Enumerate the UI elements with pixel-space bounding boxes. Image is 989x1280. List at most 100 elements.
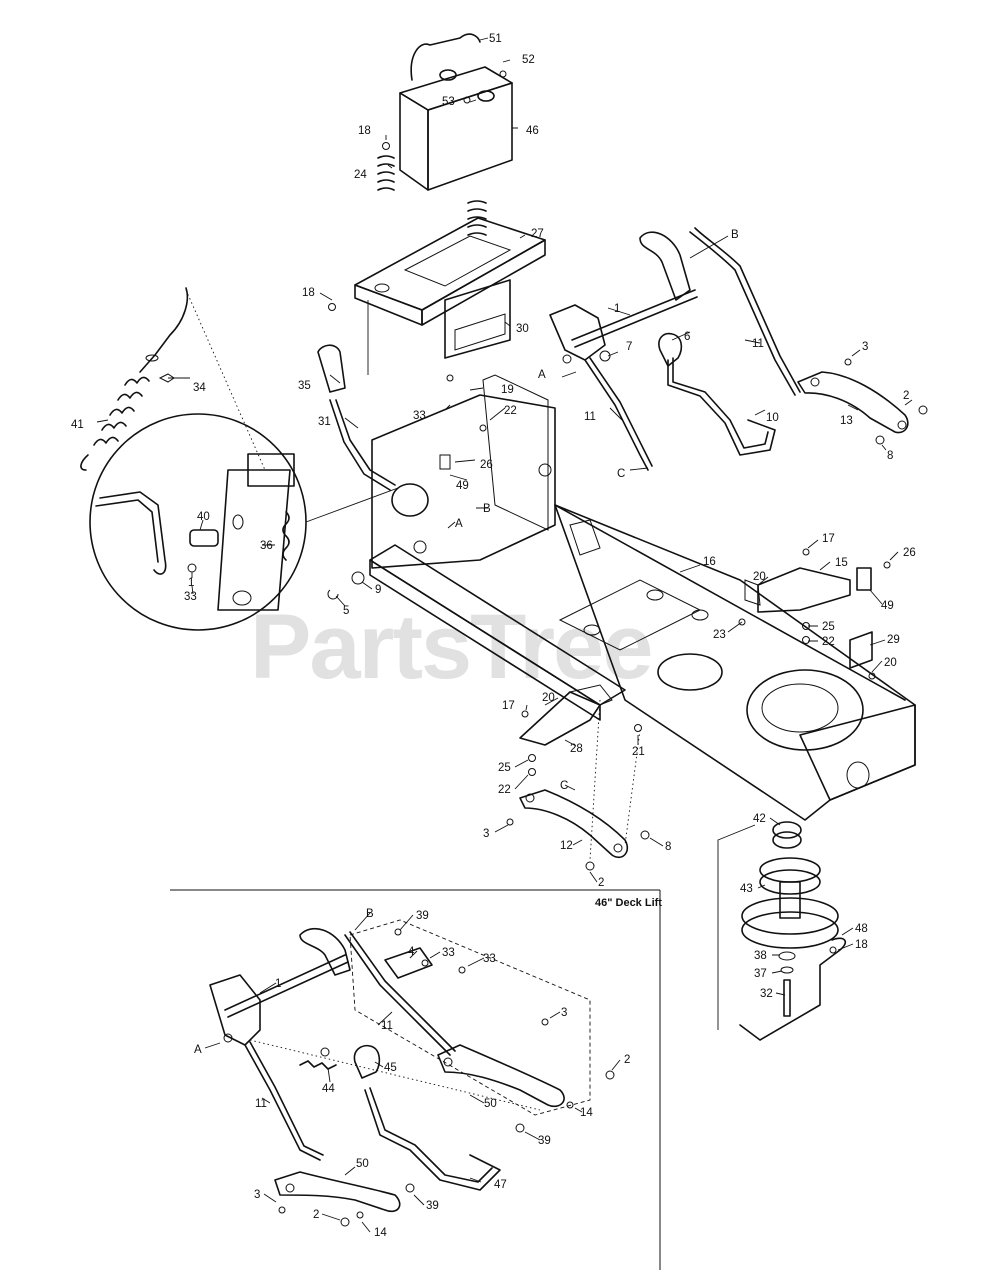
callout-53: 53 bbox=[442, 96, 455, 108]
callout-14: 14 bbox=[580, 1107, 593, 1119]
callout-39: 39 bbox=[416, 910, 429, 922]
callout-18: 18 bbox=[302, 287, 315, 299]
battery-terminal-right bbox=[477, 90, 495, 102]
callout-44: 44 bbox=[322, 1083, 335, 1095]
nut-22b bbox=[528, 768, 536, 776]
deck-lift-inset: 46" Deck Lift bbox=[170, 889, 662, 1270]
inset-lift-shaft-1-b bbox=[227, 961, 349, 1018]
bolt-32 bbox=[783, 979, 791, 1017]
callout-39: 39 bbox=[426, 1200, 439, 1212]
pulley-hub bbox=[779, 881, 801, 919]
spring-41-hook bbox=[80, 454, 89, 471]
shift-rod-31-b bbox=[329, 399, 391, 491]
callout-36: 36 bbox=[260, 540, 273, 552]
callout-3: 3 bbox=[483, 828, 489, 840]
bolt-3b bbox=[506, 818, 514, 826]
lift-handle-10-b bbox=[672, 357, 769, 449]
front-lift-bracket bbox=[506, 684, 650, 871]
inset-spring-44 bbox=[299, 1060, 337, 1070]
bracket-29 bbox=[849, 631, 873, 669]
nut-9 bbox=[351, 571, 365, 585]
pulley-small-b bbox=[759, 869, 821, 895]
main-frame bbox=[317, 344, 916, 821]
callout-18: 18 bbox=[358, 125, 371, 137]
inset-spring-hook bbox=[320, 1047, 330, 1057]
callout-20: 20 bbox=[884, 657, 897, 669]
callout-50: 50 bbox=[484, 1098, 497, 1110]
bolt-33-detail bbox=[187, 563, 197, 573]
callout-B: B bbox=[731, 229, 739, 241]
frame-top-edge bbox=[554, 504, 906, 701]
callout-26: 26 bbox=[903, 547, 916, 559]
inset-plate-50-hole bbox=[443, 1057, 453, 1067]
nut-18b bbox=[328, 303, 336, 311]
nut-2 bbox=[918, 405, 928, 415]
callout-15: 15 bbox=[835, 557, 848, 569]
callout-48: 48 bbox=[855, 923, 868, 935]
callout-leaders bbox=[96, 37, 913, 1233]
inset-lift-arm-left bbox=[209, 974, 261, 1046]
lift-knob-6 bbox=[658, 332, 683, 367]
callout-8: 8 bbox=[887, 450, 893, 462]
rear-hole bbox=[846, 761, 870, 789]
inset-lift-shaft-1 bbox=[224, 954, 346, 1011]
frame-tab bbox=[569, 519, 601, 556]
callout-29: 29 bbox=[887, 634, 900, 646]
shift-rod-31 bbox=[335, 399, 396, 486]
lift-bracket-13 bbox=[797, 371, 909, 434]
callout-1: 1 bbox=[614, 303, 620, 315]
inset-plate-50b-hole bbox=[285, 1183, 295, 1193]
dash-panel bbox=[371, 394, 556, 569]
lift-bracket-13-hole-b bbox=[897, 420, 907, 430]
callout-C: C bbox=[617, 468, 625, 480]
callout-17: 17 bbox=[502, 700, 515, 712]
deck-lift-linkage-upper bbox=[549, 227, 928, 471]
callout-22: 22 bbox=[822, 636, 835, 648]
callout-4: 4 bbox=[408, 946, 415, 958]
callout-45: 45 bbox=[384, 1062, 397, 1074]
callout-22: 22 bbox=[498, 784, 511, 796]
bushing-40 bbox=[189, 529, 219, 547]
left-frame-rail-side bbox=[369, 559, 601, 721]
cable-detail-bubble bbox=[80, 287, 399, 631]
inset-bracket-4 bbox=[384, 947, 433, 979]
lift-plate-12-hole bbox=[525, 793, 535, 803]
dash-hole-right bbox=[538, 463, 552, 477]
bolt-21 bbox=[634, 724, 642, 732]
battery-tray-opening bbox=[403, 235, 512, 287]
lift-link-11-upper-b bbox=[694, 227, 801, 393]
inset-lift-handle-47 bbox=[364, 1089, 501, 1191]
brake-rod-48 bbox=[739, 937, 847, 1041]
washer-25b bbox=[528, 754, 536, 762]
bolt-17b bbox=[521, 710, 529, 718]
battery-spring-lower bbox=[467, 200, 487, 236]
callout-20: 20 bbox=[542, 692, 555, 704]
battery-tray-hole bbox=[374, 283, 390, 293]
lift-link-11-lower bbox=[584, 359, 649, 471]
rod-in-detail-b bbox=[95, 499, 159, 563]
callout-1: 1 bbox=[275, 978, 281, 990]
callout-25: 25 bbox=[498, 762, 511, 774]
callout-39: 39 bbox=[538, 1135, 551, 1147]
callout-B: B bbox=[366, 908, 374, 920]
inset-bolt-39c bbox=[405, 1183, 415, 1193]
frame-opening-inner bbox=[761, 683, 839, 733]
lift-arm-right bbox=[639, 231, 691, 301]
battery-left-face bbox=[399, 92, 429, 191]
inset-lift-link-11-b bbox=[249, 1041, 324, 1156]
rear-frame-end-plate bbox=[799, 704, 916, 801]
inset-lift-link-11-right bbox=[344, 934, 451, 1056]
callout-27: 27 bbox=[531, 228, 544, 240]
cable-41-end bbox=[139, 287, 189, 373]
bracket-20 bbox=[744, 579, 761, 606]
callout-50: 50 bbox=[356, 1158, 369, 1170]
screw-26 bbox=[883, 561, 891, 569]
inset-bolt-3b bbox=[278, 1206, 286, 1214]
frame-hole-1 bbox=[646, 589, 664, 601]
callout-22: 22 bbox=[504, 405, 517, 417]
cable-ferrule bbox=[145, 354, 159, 362]
callout-41: 41 bbox=[71, 419, 84, 431]
callout-11: 11 bbox=[381, 1020, 393, 1032]
inset-bolt-3a bbox=[541, 1018, 549, 1026]
